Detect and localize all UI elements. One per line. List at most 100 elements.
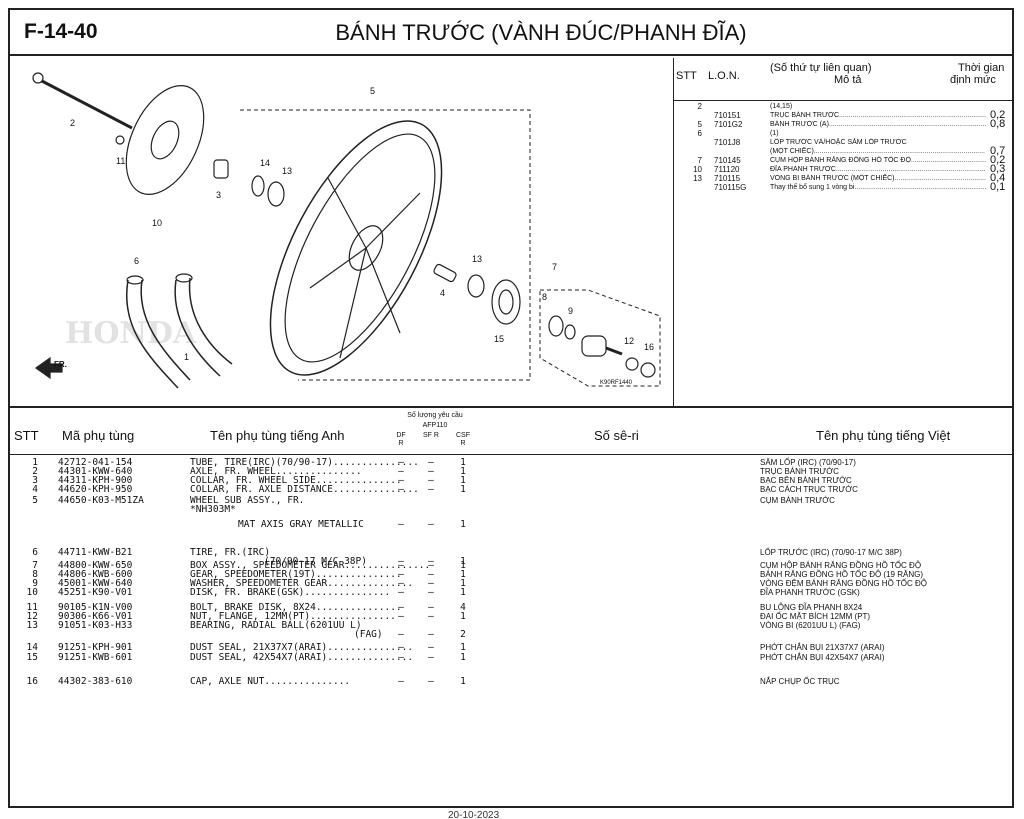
part-name-en: COLLAR, FR. AXLE DISTANCE [190, 485, 419, 495]
part-name-en: BOX ASSY., SPEEDOMETER GEAR [190, 561, 430, 571]
part-stt: 11 [26, 602, 38, 613]
part-number: 44302-383-610 [58, 676, 133, 687]
qty-csf: 1 [460, 642, 466, 653]
qty-df: – [398, 560, 404, 571]
lon-desc: LỐP TRƯỚC VÀ/HOẶC SĂM LỐP TRƯỚC [770, 139, 907, 146]
col-header-name-en: Tên phụ tùng tiếng Anh [210, 428, 345, 443]
lon-header-stt: STT [676, 70, 697, 82]
part-stt: 7 [32, 560, 38, 571]
qty-sf: – [428, 519, 434, 530]
qty-df: – [398, 484, 404, 495]
callout-12: 12 [624, 336, 634, 346]
lon-time: 0,1 [990, 181, 1006, 193]
col-header-sf: SF R [423, 432, 439, 439]
lon-stt: 5 [697, 120, 702, 129]
part-name-vn: BÁNH RĂNG ĐỒNG HỒ TỐC ĐỘ (19 RĂNG) [760, 570, 923, 579]
callout-13b: 13 [282, 166, 292, 176]
lon-desc: (MỘT CHIẾC) [770, 147, 986, 156]
qty-csf: 1 [460, 569, 466, 580]
exploded-diagram: HONDA [10, 58, 674, 406]
qty-csf: 1 [460, 556, 466, 567]
part-name-en: DISK, FR. BRAKE(GSK) [190, 588, 390, 598]
callout-6: 6 [134, 256, 139, 266]
part-name-en: AXLE, FR. WHEEL [190, 467, 362, 477]
part-name-en: BEARING, RADIAL BALL(6201UU L) [190, 620, 362, 631]
part-stt: 6 [32, 547, 38, 558]
callout-10: 10 [152, 218, 162, 228]
col-header-stt: STT [14, 428, 39, 443]
part-name-en: TIRE, FR.(IRC) [190, 547, 271, 558]
callout-14: 14 [260, 158, 270, 168]
qty-df: – [398, 611, 404, 622]
callout-9: 9 [568, 306, 573, 316]
qty-sf: – [428, 587, 434, 598]
qty-sf: – [428, 484, 434, 495]
qty-csf: 1 [460, 676, 466, 687]
lon-desc: ĐĨA PHANH TRƯỚC [770, 165, 986, 174]
part-number: 45001-KWW-640 [58, 578, 133, 589]
part-number: 91251-KWB-601 [58, 652, 133, 663]
col-header-qty-model: AFP110 [422, 422, 448, 429]
part-name-vn: NẮP CHỤP ỐC TRỤC [760, 677, 840, 686]
lon-header-desc-bottom: Mô tả [834, 74, 862, 86]
part-name-vn: LỐP TRƯỚC (IRC) (70/90-17 M/C 38P) [760, 548, 902, 557]
part-name-en: GEAR, SPEEDOMETER(19T) [190, 570, 402, 580]
lon-desc: TRỤC BÁNH TRƯỚC [770, 111, 986, 120]
lon-time: 0,4 [990, 172, 1006, 184]
lon-header-desc-top: (Số thứ tự liên quan) [770, 62, 872, 74]
lon-code: 7101G2 [714, 120, 743, 129]
qty-sf: – [428, 629, 434, 640]
qty-df: – [398, 602, 404, 613]
lon-stt: 2 [697, 102, 702, 111]
part-name-vn: CỤM BÁNH TRƯỚC [760, 496, 835, 505]
qty-df: – [398, 475, 404, 486]
lon-desc: (1) [770, 130, 779, 137]
qty-csf: 2 [460, 629, 466, 640]
callout-15: 15 [494, 334, 504, 344]
qty-csf: 1 [460, 560, 466, 571]
part-name-vn: CỤM HỘP BÁNH RĂNG ĐỒNG HỒ TỐC ĐỘ [760, 561, 922, 570]
part-number: 44800-KWW-650 [58, 560, 133, 571]
part-stt: 15 [26, 652, 38, 663]
part-name-vn: VÒNG ĐỆM BÁNH RĂNG ĐỒNG HỒ TỐC ĐỘ [760, 579, 927, 588]
lon-time: 0,7 [990, 145, 1006, 157]
part-stt: 9 [32, 578, 38, 589]
col-header-part-no: Mã phụ tùng [62, 428, 135, 443]
part-number: 90306-K66-V01 [58, 611, 133, 622]
qty-df: – [398, 642, 404, 653]
part-name-vn: VÒNG BI (6201UU L) (FAG) [760, 621, 861, 630]
qty-sf: – [428, 560, 434, 571]
part-name-vn: SĂM LỐP (IRC) (70/90-17) [760, 458, 856, 467]
col-header-csf: CSF R [456, 432, 470, 447]
lon-code: 7101J8 [714, 138, 741, 147]
part-name-vn: ĐAI ỐC MẶT BÍCH 12MM (PT) [760, 612, 871, 621]
col-header-qty: Số lượng yêu cầu [407, 412, 463, 419]
part-stt: 5 [32, 495, 38, 506]
part-number: 44620-KPH-950 [58, 484, 133, 495]
qty-sf: – [428, 466, 434, 477]
part-name-en-color-code: *NH303M* [190, 504, 236, 515]
callout-13a: 13 [472, 254, 482, 264]
part-number: 44311-KPH-900 [58, 475, 133, 486]
qty-csf: 1 [460, 611, 466, 622]
part-name-vn: PHỚT CHẮN BỤI 42X54X7 (ARAI) [760, 653, 885, 662]
qty-df: – [398, 629, 404, 640]
page-header: F-14-40 BÁNH TRƯỚC (VÀNH ĐÚC/PHANH ĐĨA) [10, 10, 1012, 56]
callout-1: 1 [184, 352, 189, 362]
part-number: 44301-KWW-640 [58, 466, 133, 477]
lon-stt: 13 [693, 174, 702, 183]
lon-stt: 6 [697, 129, 702, 138]
part-stt: 3 [32, 475, 38, 486]
qty-df: – [398, 578, 404, 589]
part-name-vn: BẠC BÊN BÁNH TRƯỚC [760, 476, 852, 485]
qty-df: – [398, 652, 404, 663]
callout-5: 5 [370, 86, 375, 96]
part-name-vn: TRỤC BÁNH TRƯỚC [760, 467, 839, 476]
qty-sf: – [428, 676, 434, 687]
callout-11: 11 [116, 156, 125, 166]
